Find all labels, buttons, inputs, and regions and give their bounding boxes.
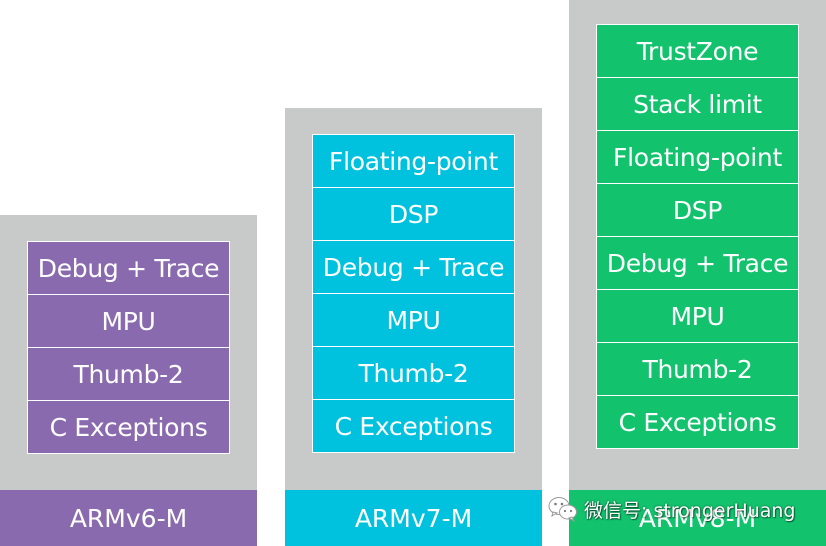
watermark-text: 微信号: strongerHuang bbox=[584, 499, 796, 522]
architecture-label-armv7-m: ARMv7-M bbox=[285, 490, 542, 546]
feature-thumb-2: Thumb-2 bbox=[596, 342, 799, 396]
feature-floating-point: Floating-point bbox=[312, 134, 515, 188]
feature-c-exceptions: C Exceptions bbox=[27, 400, 230, 454]
architecture-label-armv6-m: ARMv6-M bbox=[0, 490, 257, 546]
feature-debug-trace: Debug + Trace bbox=[596, 236, 799, 290]
feature-stack-armv7-m: Floating-point DSP Debug + Trace MPU Thu… bbox=[312, 134, 515, 453]
watermark: 微信号: strongerHuang bbox=[548, 492, 796, 526]
architecture-label-armv8-m: ARMv8-M bbox=[569, 490, 826, 546]
feature-c-exceptions: C Exceptions bbox=[596, 395, 799, 449]
feature-mpu: MPU bbox=[596, 289, 799, 343]
feature-debug-trace: Debug + Trace bbox=[27, 241, 230, 295]
feature-debug-trace: Debug + Trace bbox=[312, 240, 515, 294]
feature-dsp: DSP bbox=[312, 187, 515, 241]
column-armv7-m: Floating-point DSP Debug + Trace MPU Thu… bbox=[285, 108, 542, 546]
feature-mpu: MPU bbox=[312, 293, 515, 347]
feature-mpu: MPU bbox=[27, 294, 230, 348]
wechat-icon bbox=[548, 497, 577, 522]
feature-floating-point: Floating-point bbox=[596, 130, 799, 184]
feature-dsp: DSP bbox=[596, 183, 799, 237]
column-armv8-m: TrustZone Stack limit Floating-point DSP… bbox=[569, 0, 826, 546]
feature-trustzone: TrustZone bbox=[596, 24, 799, 78]
feature-thumb-2: Thumb-2 bbox=[27, 347, 230, 401]
feature-stack-armv8-m: TrustZone Stack limit Floating-point DSP… bbox=[596, 24, 799, 449]
feature-thumb-2: Thumb-2 bbox=[312, 346, 515, 400]
column-armv6-m: Debug + Trace MPU Thumb-2 C Exceptions A… bbox=[0, 215, 257, 546]
feature-stack-armv6-m: Debug + Trace MPU Thumb-2 C Exceptions bbox=[27, 241, 230, 454]
feature-stack-limit: Stack limit bbox=[596, 77, 799, 131]
feature-c-exceptions: C Exceptions bbox=[312, 399, 515, 453]
